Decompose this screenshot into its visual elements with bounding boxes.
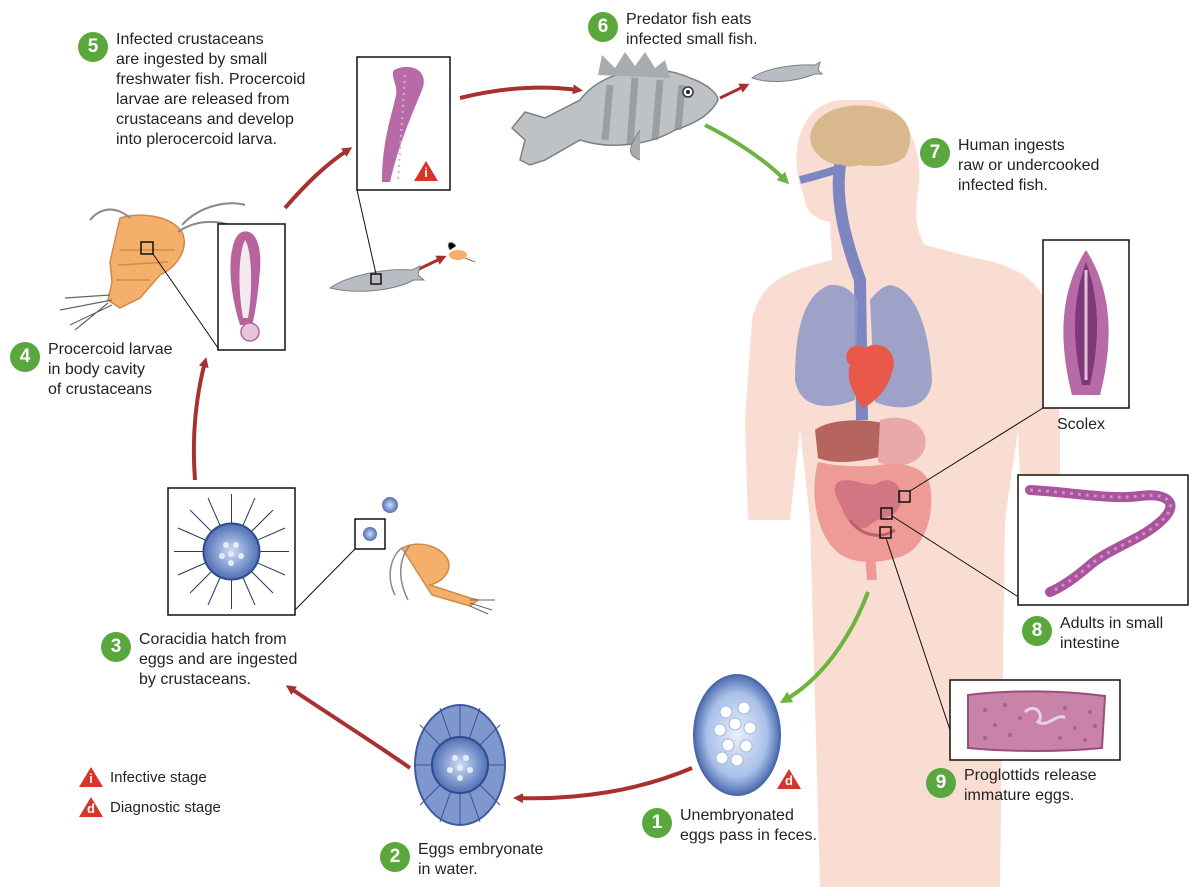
scolex-illustration xyxy=(1042,239,1130,409)
intestine-callouts xyxy=(879,407,1044,731)
step-badge: 1 xyxy=(642,808,672,838)
step-badge: 6 xyxy=(588,12,618,42)
step-9: 9 Proglottids release immature eggs. xyxy=(926,766,1097,806)
legend-diagnostic-text: Diagnostic stage xyxy=(110,798,221,816)
step-text: Human ingests raw or undercooked infecte… xyxy=(958,137,1100,194)
step-2: 2 Eggs embryonate in water. xyxy=(380,840,543,880)
step-7: 7 Human ingests raw or undercooked infec… xyxy=(920,136,1099,196)
legend-infective-text: Infective stage xyxy=(110,768,207,786)
step-text: Eggs embryonate in water. xyxy=(418,841,544,878)
step-3: 3 Coracidia hatch from eggs and are inge… xyxy=(101,630,297,690)
unembryonated-egg xyxy=(693,674,781,796)
embryonated-egg xyxy=(414,704,506,826)
infective-stage-marker: i xyxy=(413,160,439,182)
step-5: 5 Infected crustaceans are ingested by s… xyxy=(78,30,305,150)
step-6: 6 Predator fish eats infected small fish… xyxy=(588,10,758,50)
step-badge: 9 xyxy=(926,768,956,798)
step-badge: 4 xyxy=(10,342,40,372)
crustacean-step3 xyxy=(294,497,495,615)
step-badge: 3 xyxy=(101,632,131,662)
step-text: Coracidia hatch from eggs and are ingest… xyxy=(139,631,298,688)
adult-worm-illustration xyxy=(1017,474,1189,606)
small-fish-eaten xyxy=(750,60,824,82)
step-text: Infected crustaceans are ingested by sma… xyxy=(116,31,306,148)
diagnostic-stage-marker: d xyxy=(776,768,802,790)
step-8: 8 Adults in small intestine xyxy=(1022,614,1163,654)
tiny-crustacean xyxy=(447,242,476,263)
plerocercoid-illustration xyxy=(356,56,451,191)
step-text: Adults in small intestine xyxy=(1060,615,1164,652)
legend-infective: i Infective stage xyxy=(78,766,207,788)
step-text: Proglottids release immature eggs. xyxy=(964,767,1097,804)
step-text: Procercoid larvae in body cavity of crus… xyxy=(48,341,173,398)
scolex-label: Scolex xyxy=(1057,416,1106,433)
step-4: 4 Procercoid larvae in body cavity of cr… xyxy=(10,340,173,400)
step-badge: 7 xyxy=(920,138,950,168)
small-infected-fish xyxy=(328,189,426,292)
infective-legend-icon: i xyxy=(78,766,104,788)
step-badge: 2 xyxy=(380,842,410,872)
legend-diagnostic: d Diagnostic stage xyxy=(78,796,221,818)
step-text: Unembryonated eggs pass in feces. xyxy=(680,807,817,844)
predator-fish xyxy=(510,52,719,166)
step-text: Predator fish eats infected small fish. xyxy=(626,11,758,48)
proglottid-illustration xyxy=(949,679,1121,761)
step-badge: 5 xyxy=(78,32,108,62)
step-badge: 8 xyxy=(1022,616,1052,646)
procercoid-illustration xyxy=(217,223,286,351)
coracidium-illustration xyxy=(167,487,296,616)
step-1: 1 Unembryonated eggs pass in feces. xyxy=(642,806,817,846)
diagnostic-legend-icon: d xyxy=(78,796,104,818)
